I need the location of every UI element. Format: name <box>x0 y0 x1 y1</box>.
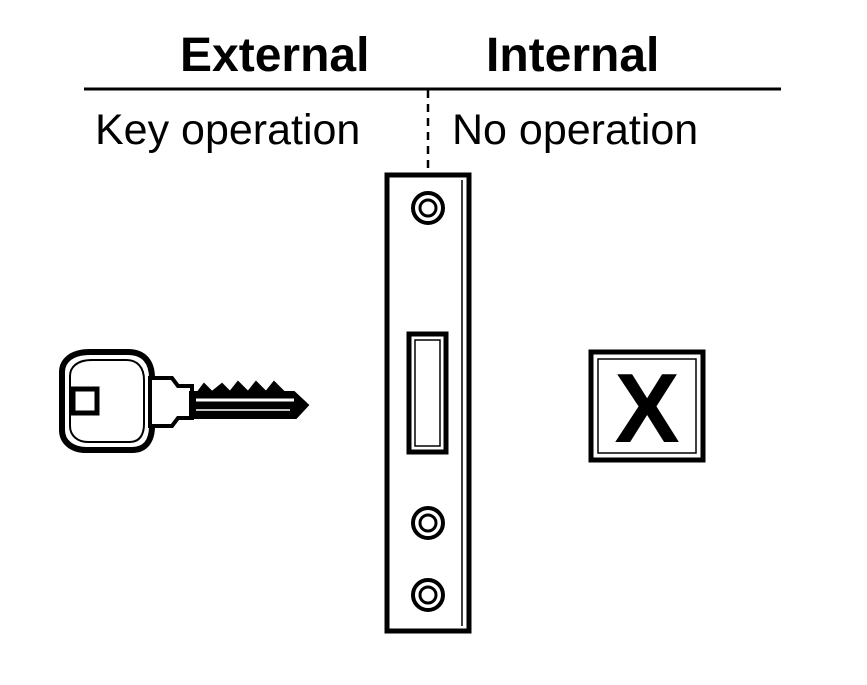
key-icon <box>59 349 310 453</box>
internal-heading: Internal <box>486 29 660 82</box>
cross-glyph: X <box>614 353 679 463</box>
screw-hole-middle <box>411 506 445 540</box>
lock-forend-plate <box>384 172 472 634</box>
external-operation-label: Key operation <box>95 106 361 154</box>
cross-box-icon: X <box>588 349 706 463</box>
bolt-slot <box>406 331 449 455</box>
external-heading: External <box>180 29 370 82</box>
internal-operation-label: No operation <box>452 106 699 154</box>
screw-hole-top <box>411 191 445 225</box>
screw-hole-bottom <box>411 578 445 612</box>
